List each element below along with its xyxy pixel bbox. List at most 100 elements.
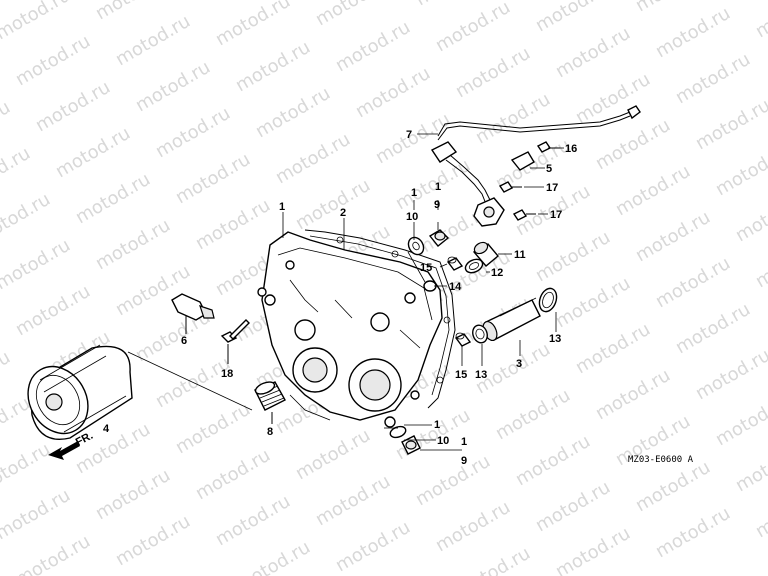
- watermark-text: motod.ru: [0, 235, 74, 294]
- oil-pipe-joint: [254, 381, 286, 424]
- watermark-text: motod.ru: [92, 465, 174, 524]
- watermark-text: motod.ru: [0, 143, 34, 202]
- watermark-text: motod.ru: [692, 95, 768, 154]
- callout-15: 15: [455, 369, 467, 381]
- watermark-text: motod.ru: [0, 0, 74, 44]
- callout-4: 4: [103, 423, 110, 435]
- callout-5: 5: [546, 163, 552, 175]
- callout-16: 16: [565, 143, 577, 155]
- callout-6: 6: [181, 335, 187, 347]
- callout-11: 11: [514, 249, 526, 261]
- watermark-text: motod.ru: [632, 0, 714, 16]
- callout-9: 9: [461, 455, 467, 467]
- watermark-text: motod.ru: [592, 365, 674, 424]
- watermark-text: motod.ru: [492, 385, 574, 444]
- watermark-text: motod.ru: [312, 0, 394, 30]
- watermark-text: motod.ru: [632, 457, 714, 516]
- watermark-text: motod.ru: [632, 207, 714, 266]
- callout-8: 8: [267, 426, 273, 438]
- watermark-text: motod.ru: [752, 233, 768, 292]
- watermark-text: motod.ru: [672, 299, 754, 358]
- watermark-text: motod.ru: [32, 77, 114, 136]
- wire-clamp: [510, 151, 535, 171]
- washer-lower: [389, 425, 407, 439]
- callout-10: 10: [437, 435, 449, 447]
- watermark-text: motod.ru: [392, 155, 474, 214]
- watermark-text: motod.ru: [572, 69, 654, 128]
- callout-17: 17: [546, 182, 558, 194]
- watermark-text: motod.ru: [0, 347, 14, 406]
- watermark-text: motod.ru: [712, 141, 768, 200]
- gasket: [304, 229, 456, 409]
- watermark-text: motod.ru: [172, 149, 254, 208]
- watermark-text: motod.ru: [752, 483, 768, 542]
- watermark-text: motod.ru: [192, 445, 274, 504]
- plug-bolt-lower: [401, 435, 421, 455]
- watermark-text: motod.ru: [512, 431, 594, 490]
- watermark-text: motod.ru: [272, 129, 354, 188]
- callout-2: 2: [340, 207, 346, 219]
- watermark-text: motod.ru: [732, 437, 768, 496]
- watermark-text: motod.ru: [572, 319, 654, 378]
- callout-13: 13: [549, 333, 561, 345]
- watermark-text: motod.ru: [552, 23, 634, 82]
- watermark-text: motod.ru: [312, 471, 394, 530]
- watermark-text: motod.ru: [232, 37, 314, 96]
- crankcase-cover: [257, 231, 443, 428]
- watermark-text: motod.ru: [212, 0, 294, 50]
- watermark-text: motod.ru: [652, 503, 734, 562]
- watermark-text: motod.ru: [412, 451, 494, 510]
- watermark-text: motod.ru: [252, 83, 334, 142]
- callout-labels: 1 2 7 16 5 17 17 1 1 10 9 11 15 12 14 6 …: [103, 129, 577, 467]
- diagram-code: MZ03-E0600 A: [628, 455, 694, 465]
- oil-pressure-switch: [171, 293, 215, 334]
- watermark-text: motod.ru: [652, 3, 734, 62]
- watermark-text: motod.ru: [532, 227, 614, 286]
- watermark-text: motod.ru: [232, 537, 314, 576]
- watermark-text: motod.ru: [652, 253, 734, 312]
- watermark-text: motod.ru: [432, 0, 514, 56]
- watermark-text: motod.ru: [712, 391, 768, 450]
- callout-18: 18: [221, 368, 233, 380]
- watermark-text: motod.ru: [352, 63, 434, 122]
- callout-1: 1: [279, 201, 285, 213]
- watermark-text: motod.ru: [152, 103, 234, 162]
- callout-1: 1: [434, 419, 440, 431]
- washer-upper: [407, 236, 425, 256]
- watermark-text: motod.ru: [692, 345, 768, 404]
- oil-filter: [27, 344, 133, 440]
- watermark-text: motod.ru: [112, 511, 194, 570]
- watermark-text: motod.ru: [472, 89, 554, 148]
- watermark-text: motod.ru: [552, 523, 634, 576]
- callout-17: 17: [550, 209, 562, 221]
- watermark-text: motod.ru: [92, 215, 174, 274]
- watermark-text: motod.ru: [332, 517, 414, 576]
- watermark-text: motod.ru: [0, 97, 14, 156]
- watermark-text: motod.ru: [132, 57, 214, 116]
- leader-lines: [282, 133, 564, 451]
- watermark-text: motod.ru: [72, 169, 154, 228]
- callout-15: 15: [420, 262, 432, 274]
- watermark-text: motod.ru: [532, 477, 614, 536]
- dowel-pin-lower: [454, 332, 472, 347]
- neutral-switch: [473, 197, 505, 227]
- watermark-text: motod.ru: [292, 175, 374, 234]
- bolt-17a: [498, 181, 522, 193]
- watermark-text: motod.ru: [752, 0, 768, 42]
- bolt-17b: [512, 209, 536, 221]
- watermark-text: motod.ru: [452, 43, 534, 102]
- callout-1: 1: [461, 436, 467, 448]
- callout-13: 13: [475, 369, 487, 381]
- o-ring-13b: [472, 324, 488, 344]
- watermark-text: motod.ru: [0, 189, 54, 248]
- leader-line: [127, 351, 253, 411]
- callout-3: 3: [516, 358, 522, 370]
- plug-bolt-upper: [428, 229, 450, 247]
- watermark-text: motod.ru: [672, 49, 754, 108]
- callout-14: 14: [449, 281, 462, 293]
- watermark-text: motod.ru: [432, 497, 514, 556]
- watermark-text: motod.ru: [552, 273, 634, 332]
- watermark-text: motod.ru: [532, 0, 614, 36]
- watermark-text: motod.ru: [0, 485, 74, 544]
- callout-1: 1: [435, 181, 441, 193]
